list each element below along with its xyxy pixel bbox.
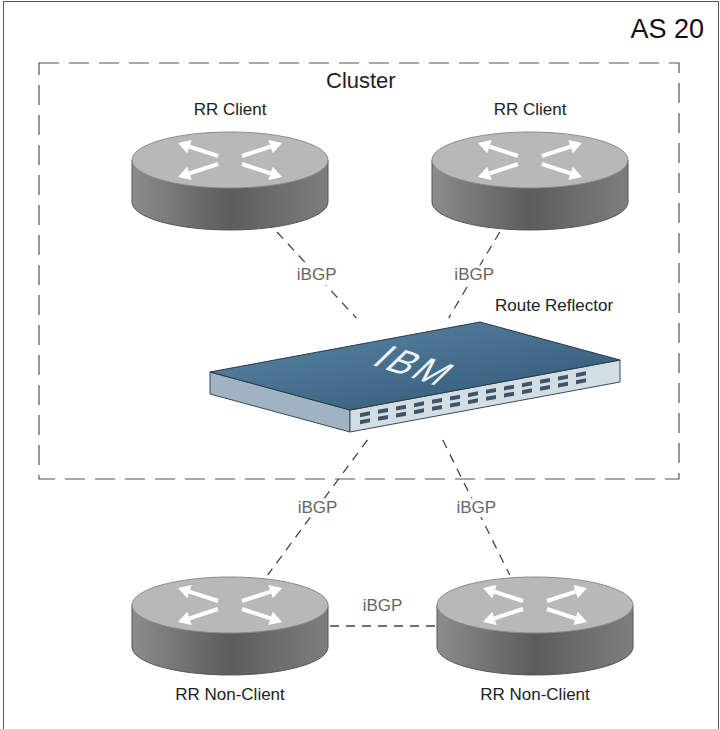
switch-port (396, 405, 406, 411)
switch-port (468, 391, 478, 397)
switch-port (522, 388, 532, 394)
ibgp-connector (277, 232, 356, 318)
switch-port (576, 378, 586, 384)
region-label: AS 20 (630, 14, 704, 45)
switch-port (360, 411, 370, 417)
router-arrowhead (268, 585, 282, 598)
router-arrowhead (268, 140, 282, 153)
router-arrow (242, 592, 271, 601)
router-outline (435, 575, 635, 677)
router-arrow (189, 164, 218, 173)
switch-port (396, 412, 406, 418)
switch-port (540, 385, 550, 391)
router-node: RR Client (430, 130, 630, 232)
node-label: RR Client (494, 100, 567, 120)
router-arrow (494, 592, 523, 601)
switch-port (414, 408, 424, 414)
switch-port (558, 382, 568, 388)
connector-label: iBGP (294, 265, 340, 285)
route-reflector-switch: IBMRoute Reflector (200, 318, 625, 440)
switch-port (486, 388, 496, 394)
switch-port (450, 402, 460, 408)
router-arrow (547, 592, 576, 601)
router-arrowhead (178, 585, 192, 598)
router-arrow (542, 164, 571, 173)
router-arrowhead (178, 167, 192, 180)
router-arrow (494, 609, 523, 618)
router-arrow (242, 147, 271, 156)
region-label: Route Reflector (495, 296, 613, 316)
region-label: Cluster (326, 68, 396, 93)
switch-port (522, 381, 532, 387)
router-top (437, 577, 633, 633)
switch-port (468, 398, 478, 404)
router-top (132, 577, 328, 633)
router-arrow (189, 147, 218, 156)
ibgp-connector (443, 440, 510, 575)
router-arrow (189, 592, 218, 601)
switch-port (432, 405, 442, 411)
router-node: RR Non-Client (435, 575, 635, 677)
switch-port (540, 378, 550, 384)
switch-port (432, 398, 442, 404)
autonomous-system-box: AS 20 Cluster RR Client RR ClientIBMRoute R… (3, 1, 719, 729)
switch-port (414, 401, 424, 407)
router-arrowhead (483, 585, 497, 598)
connector-label: iBGP (295, 498, 341, 518)
node-label: RR Client (194, 100, 267, 120)
router-top (132, 132, 328, 188)
router-arrowhead (178, 612, 192, 625)
switch-port (450, 395, 460, 401)
router-outline (130, 130, 330, 232)
router-arrow (547, 609, 576, 618)
router-arrowhead (478, 167, 492, 180)
node-label: RR Non-Client (480, 685, 590, 705)
switch-port (504, 392, 514, 398)
router-arrowhead (573, 612, 587, 625)
router-arrowhead (573, 585, 587, 598)
router-outline (430, 130, 630, 232)
ibgp-connector (330, 625, 435, 626)
router-arrowhead (483, 612, 497, 625)
router-arrow (242, 609, 271, 618)
switch-port (576, 371, 586, 377)
switch-port (504, 385, 514, 391)
router-arrow (489, 164, 518, 173)
router-node: RR Client (130, 130, 330, 232)
router-arrow (489, 147, 518, 156)
switch-port (378, 408, 388, 414)
router-arrow (242, 164, 271, 173)
switch-port (360, 418, 370, 424)
ibgp-connector (268, 440, 368, 575)
router-arrowhead (268, 167, 282, 180)
router-node: RR Non-Client (130, 575, 330, 677)
cluster-border (39, 63, 679, 479)
switch-top (210, 322, 620, 410)
router-top (432, 132, 628, 188)
connector-label: iBGP (453, 498, 499, 518)
connector-label: iBGP (451, 265, 497, 285)
router-outline (130, 575, 330, 677)
connector-label: iBGP (360, 596, 406, 616)
router-arrowhead (568, 140, 582, 153)
switch-port (378, 415, 388, 421)
ibgp-connector (449, 232, 500, 318)
router-arrowhead (568, 167, 582, 180)
router-arrow (542, 147, 571, 156)
router-arrowhead (478, 140, 492, 153)
node-label: RR Non-Client (175, 685, 285, 705)
switch-port (558, 375, 568, 381)
router-arrowhead (178, 140, 192, 153)
switch-port (486, 395, 496, 401)
cluster-box: Cluster RR Client RR ClientIBMRoute Reflec… (38, 62, 680, 480)
router-arrowhead (268, 612, 282, 625)
router-arrow (189, 609, 218, 618)
